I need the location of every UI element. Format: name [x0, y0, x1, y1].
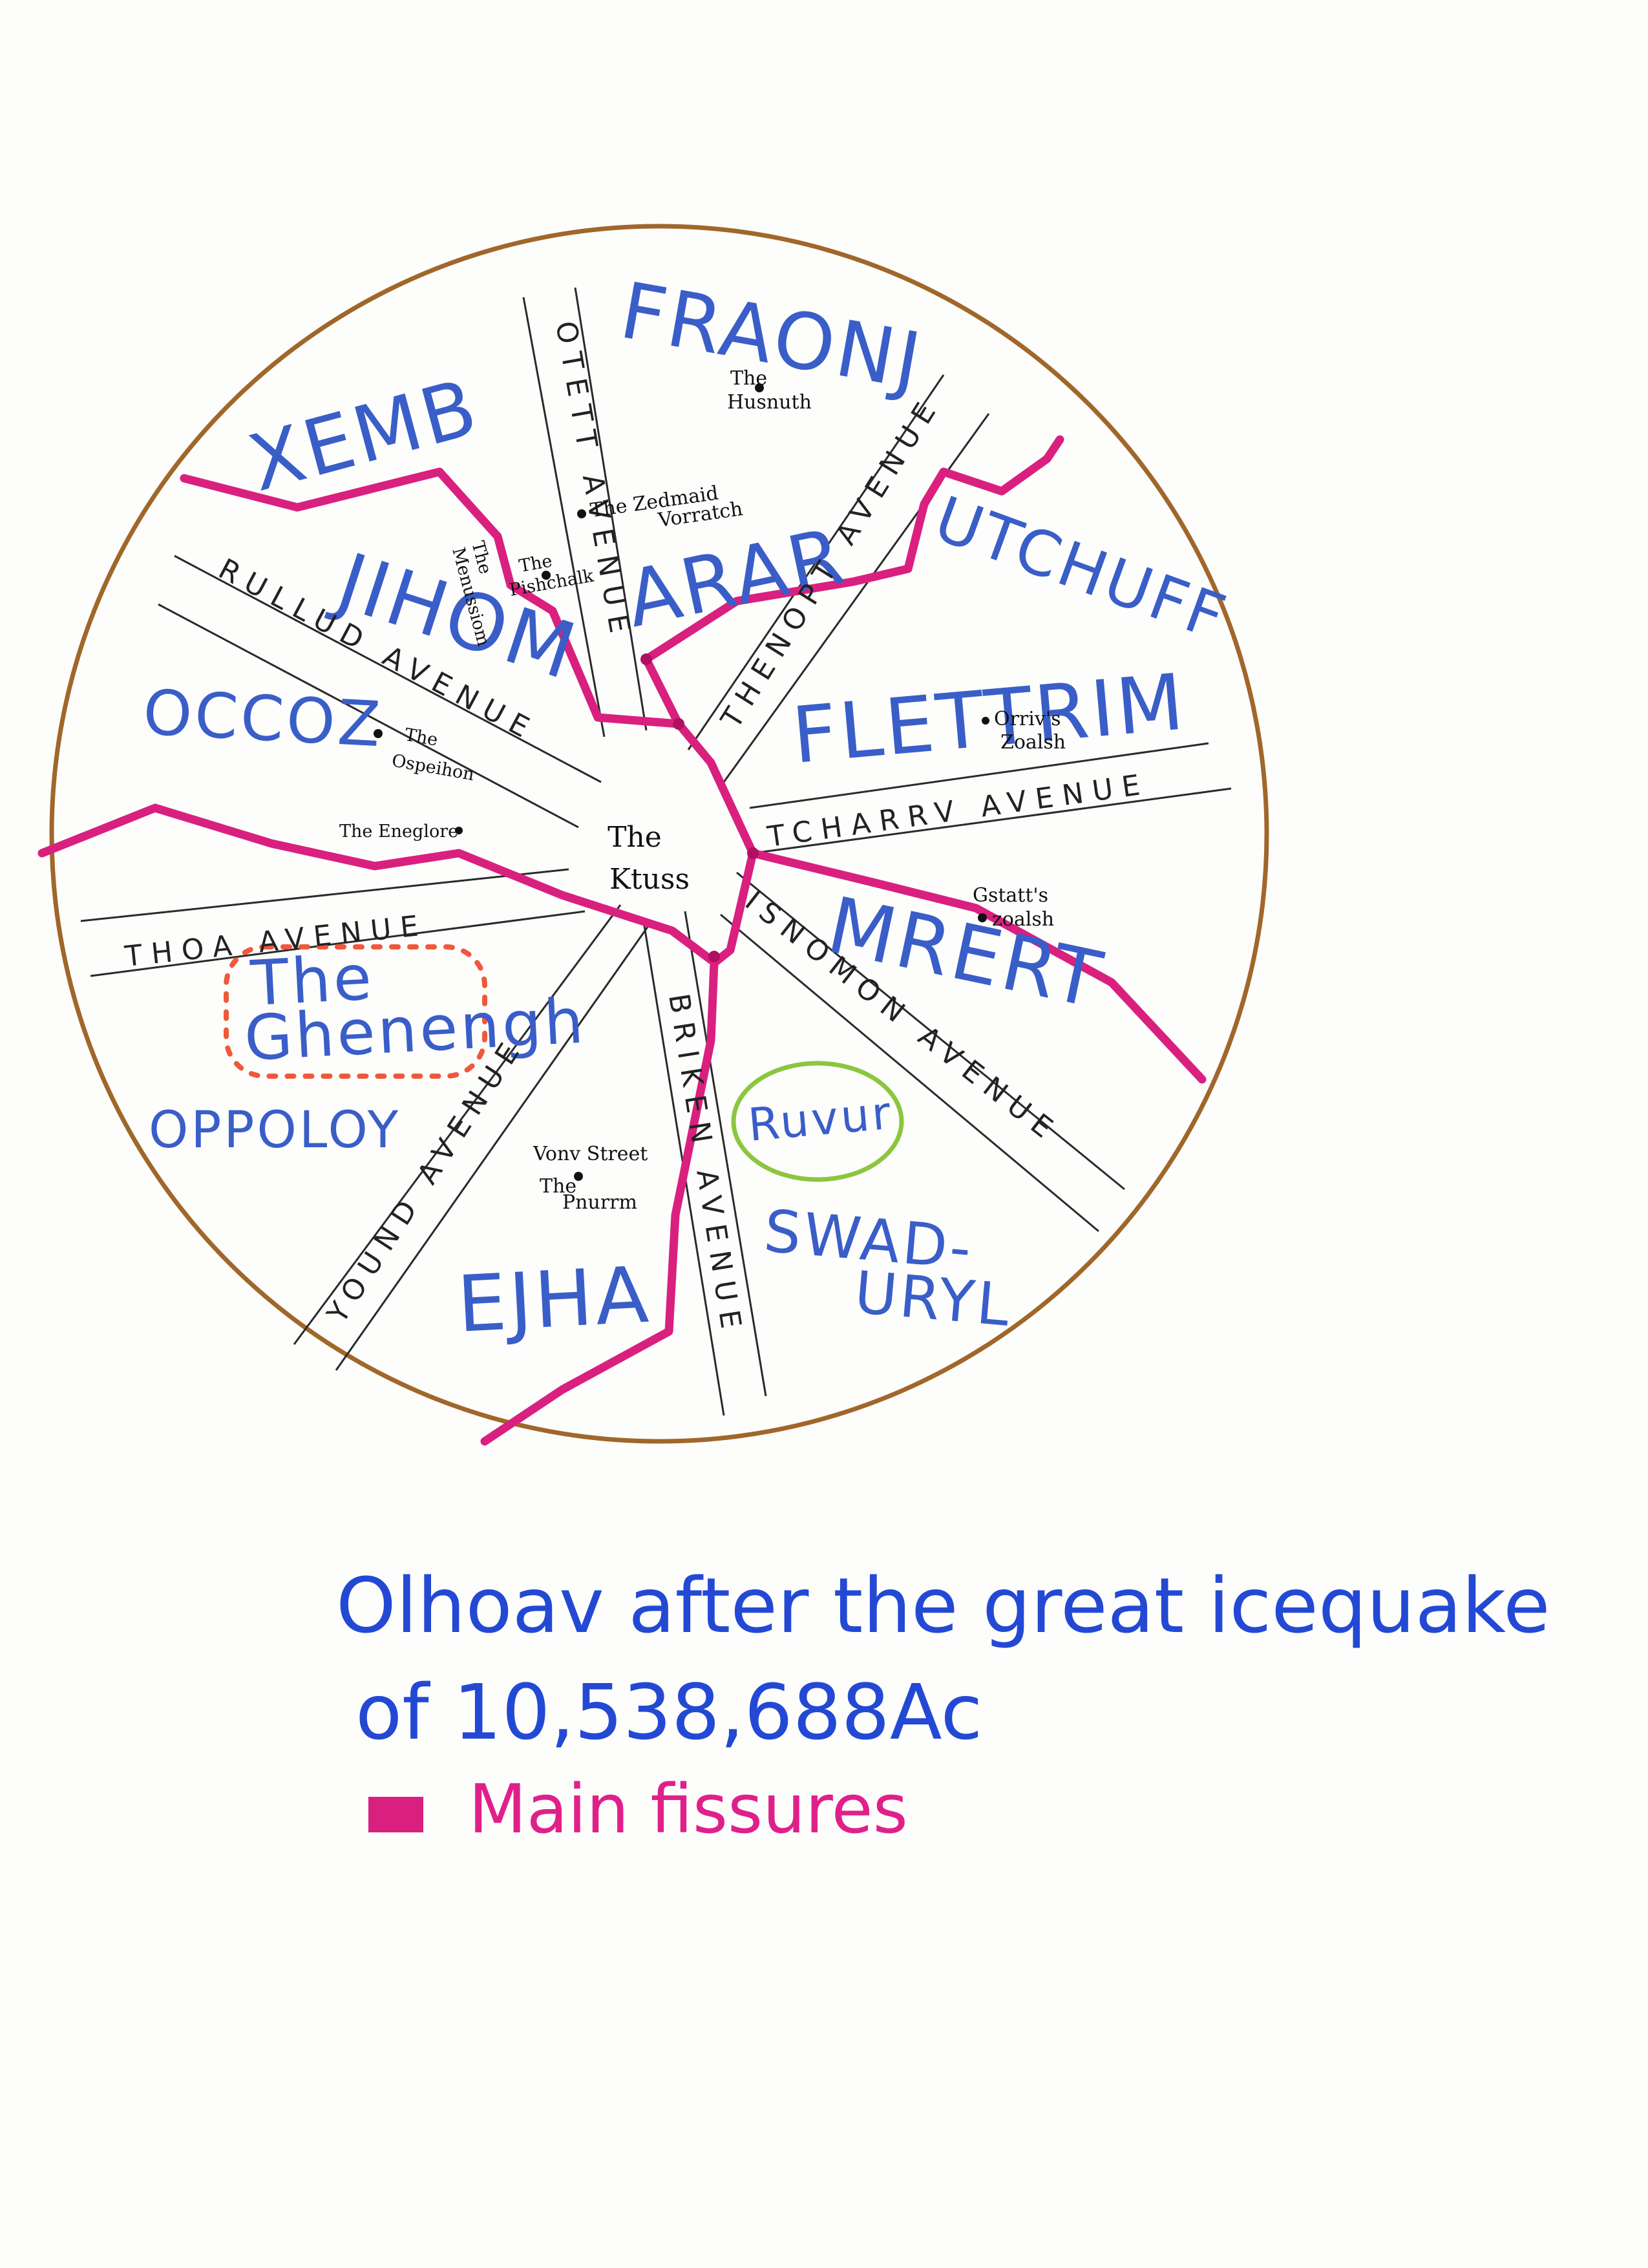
place-ospeihon-line2: Ospeihon	[390, 750, 476, 785]
legend-label: Main fissures	[469, 1770, 908, 1849]
place-husnuth-line1: The	[730, 367, 767, 390]
ruvur-outline	[731, 1061, 904, 1182]
place-husnuth-line2: Husnuth	[727, 391, 812, 414]
place-markers	[374, 383, 989, 1181]
district-ejha: EJHA	[455, 1250, 653, 1350]
place-orriv-line2: Zoalsh	[1000, 731, 1066, 754]
district-oppoloy: OPPOLOY	[149, 1101, 401, 1160]
caption-line2: of 10,538,688Ac	[355, 1668, 982, 1757]
main-fissures	[37, 435, 1207, 1446]
city-boundary	[49, 224, 1269, 1444]
place-orriv-line1: Orriv's	[994, 708, 1061, 730]
avenue-tcharrv: TCHARRV AVENUE	[765, 768, 1150, 854]
district-ghenengh-line1: The	[248, 941, 375, 1020]
center-label: The Ktuss	[607, 821, 690, 896]
place-gstatt-line1: Gstatt's	[973, 884, 1048, 907]
district-ruvur: Ruvur	[746, 1086, 895, 1152]
center-label-line2: Ktuss	[609, 863, 690, 896]
district-fraonj: FRAONJ	[614, 266, 929, 408]
district-ghenengh-line2: Ghenengh	[242, 984, 587, 1075]
place-pnurrm-line2: Pnurrm	[562, 1191, 637, 1214]
district-swaduryl-line2: URYL	[852, 1258, 1015, 1340]
district-occoz: OCCOZ	[142, 676, 385, 761]
fissure-nodes	[640, 653, 759, 962]
place-eneglore: The Eneglore	[339, 821, 458, 842]
caption-line1: Olhoav after the great icequake	[336, 1561, 1550, 1650]
place-ospeihon-line1: The	[403, 725, 439, 750]
district-utchuff: UTCHUFF	[925, 482, 1236, 654]
ghenengh-outline	[224, 944, 487, 1079]
place-pnurrm-line1: The	[540, 1175, 576, 1198]
place-vonv: Vonv Street	[533, 1143, 648, 1165]
avenue-otett: OTETT AVENUE	[549, 319, 637, 644]
legend-swatch	[368, 1797, 423, 1832]
place-gstatt-line2: zoalsh	[992, 908, 1054, 931]
center-label-line1: The	[607, 821, 662, 854]
